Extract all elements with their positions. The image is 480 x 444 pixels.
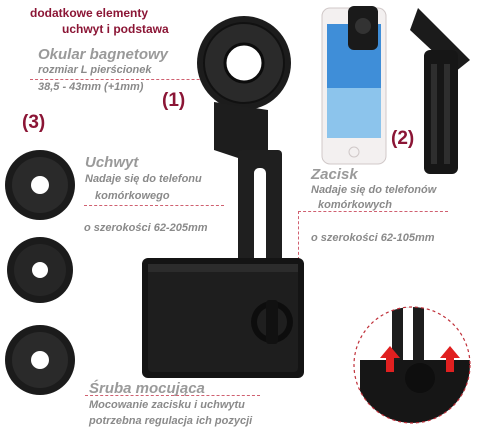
screw-leader-line: [85, 395, 260, 396]
clamp-title: Zacisk: [311, 166, 358, 183]
holder-line1: Nadaje się do telefonu: [85, 173, 202, 185]
holder-leader-line: [84, 205, 224, 206]
marker-one: (1): [162, 90, 186, 111]
screw-title: Śruba mocująca: [89, 380, 205, 397]
header-line2: uchwyt i podstawa: [62, 22, 169, 36]
holder-line2: komórkowego: [95, 190, 170, 202]
clamp-leader-line: [298, 211, 448, 212]
holder-width: o szerokości 62-205mm: [84, 222, 208, 234]
header-line1: dodatkowe elementy: [30, 6, 149, 20]
marker-three: (3): [22, 112, 46, 133]
eyepiece-line1: rozmiar L pierścionek: [38, 64, 152, 76]
marker-two: (2): [391, 128, 415, 149]
holder-title: Uchwyt: [85, 154, 139, 171]
clamp-width: o szerokości 62-105mm: [311, 232, 435, 244]
eyepiece-leader-line: [30, 79, 240, 80]
eyepiece-line2: 38,5 - 43mm (+1mm): [38, 81, 144, 93]
clamp-line2: komórkowych: [318, 199, 392, 211]
eyepiece-title: Okular bagnetowy: [38, 46, 169, 63]
screw-line2: potrzebna regulacja ich pozycji: [89, 415, 253, 427]
screw-line1: Mocowanie zacisku i uchwytu: [89, 399, 245, 411]
clamp-line1: Nadaje się do telefonów: [311, 184, 437, 196]
